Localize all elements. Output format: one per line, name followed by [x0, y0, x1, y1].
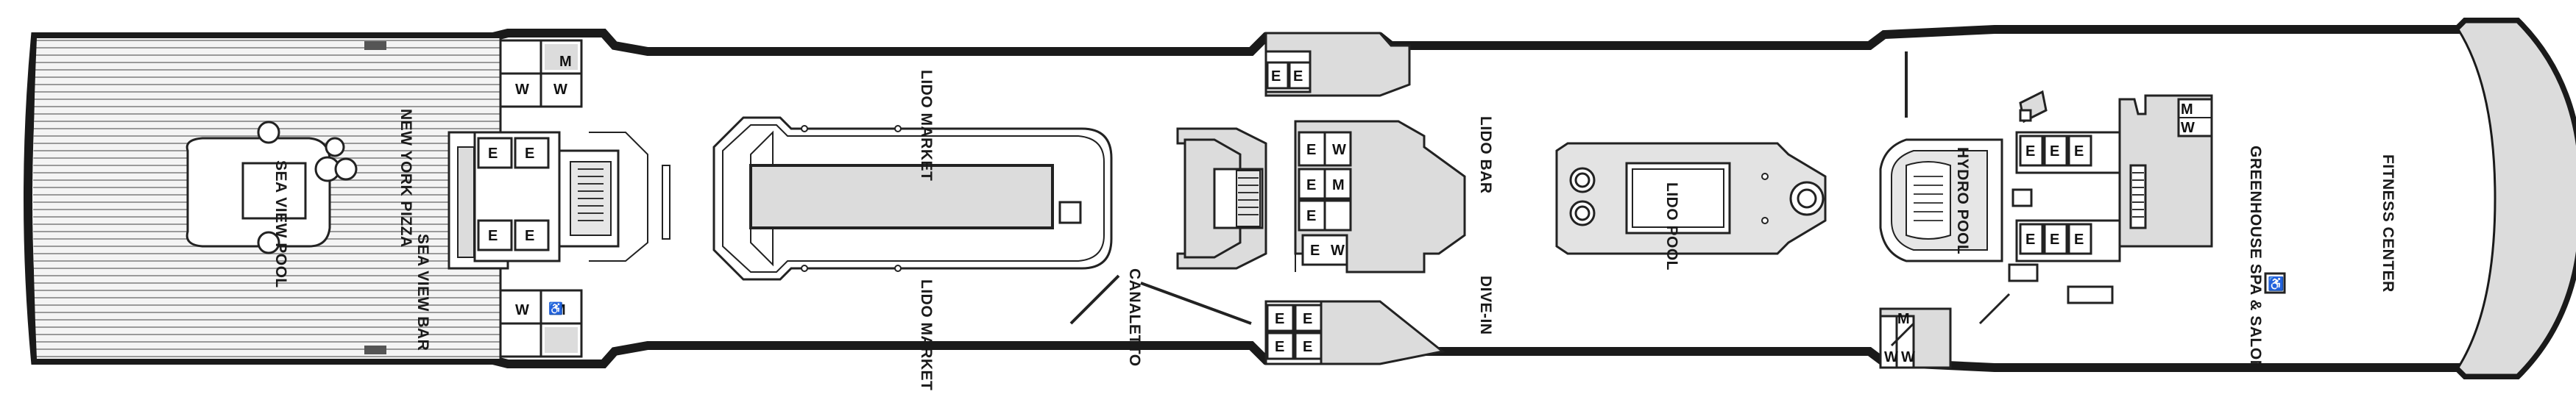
men-restroom-mark: M	[2181, 101, 2193, 118]
lido-market-bottom-label: LIDO MARKET	[918, 279, 935, 390]
lido-market-top-label: LIDO MARKET	[918, 70, 935, 181]
women-restroom-mark: W	[2181, 120, 2195, 136]
midship-core	[1176, 127, 1318, 272]
women-restroom-mark: W	[1332, 142, 1346, 158]
accessible-icon: ♿	[548, 301, 563, 315]
sea-view-pool-label: SEA VIEW POOL	[272, 160, 289, 288]
elevator-mark: E	[1306, 208, 1316, 224]
elevator-mark: E	[1306, 142, 1316, 158]
elevator-mark: E	[1271, 68, 1281, 85]
forward-elevators: E E E E E E	[2008, 90, 2121, 304]
lido-bar: E E E W M E W	[1294, 120, 1466, 273]
men-restroom-mark: M	[553, 302, 566, 318]
new-york-pizza-label: NEW YORK PIZZA	[397, 109, 414, 248]
women-restroom-mark: W	[553, 82, 567, 98]
women-restroom-mark: W	[1884, 349, 1898, 365]
elevator-mark: E	[488, 228, 498, 244]
elevator-mark: E	[488, 146, 498, 162]
men-restroom-mark: M	[1897, 311, 1910, 327]
dive-in-label: DIVE-IN	[1477, 276, 1494, 335]
men-restroom-mark: M	[1332, 177, 1345, 193]
canaletto-divider: CANALETTO	[1069, 268, 1252, 367]
elevator-mark: E	[2025, 232, 2035, 248]
elevator-mark: E	[1303, 339, 1312, 355]
lido-pool: LIDO POOL	[1555, 142, 1827, 271]
svg-text:SEA VIEW POOL: SEA VIEW POOL	[272, 160, 289, 288]
aft-restrooms-bottom: W M ♿	[499, 289, 583, 358]
elevator-mark: E	[525, 228, 534, 244]
greenhouse-spa: M W GREENHOUSE SPA & SALON ♿	[2118, 94, 2286, 371]
women-restroom-mark: W	[515, 82, 529, 98]
women-restroom-mark: W	[1331, 243, 1345, 259]
midship-top-elevators: E E	[1264, 32, 1411, 97]
elevator-mark: E	[525, 146, 534, 162]
women-restroom-mark: W	[515, 302, 529, 318]
men-restroom-mark: M	[559, 54, 572, 70]
elevator-mark: E	[1275, 311, 1284, 327]
canaletto-label: CANALETTO	[1126, 268, 1143, 367]
elevator-mark: E	[1293, 68, 1303, 85]
elevator-mark: E	[2074, 143, 2084, 160]
midship-bottom-elevators: E E E E	[1264, 300, 1446, 365]
hydro-pool-label: HYDRO POOL	[1954, 147, 1971, 254]
accessible-icon: ♿	[2268, 276, 2284, 291]
elevator-mark: E	[1275, 339, 1284, 355]
elevator-mark: E	[1303, 311, 1312, 327]
elevator-mark: E	[2025, 143, 2035, 160]
aft-restrooms-top: W W M	[499, 39, 583, 108]
sea-view-pool: SEA VIEW POOL	[185, 121, 358, 288]
hydro-pool: HYDRO POOL	[1879, 138, 2003, 262]
forward-restrooms-bottom: M W W	[1879, 293, 2011, 369]
fitness-center-label: FITNESS CENTER	[2379, 154, 2396, 293]
elevator-mark: E	[2050, 232, 2059, 248]
greenhouse-spa-label: GREENHOUSE SPA & SALON	[2247, 146, 2264, 371]
aft-elevator-lobby: E E E E	[473, 131, 670, 262]
lido-pool-label: LIDO POOL	[1663, 182, 1680, 271]
elevator-mark: E	[2050, 143, 2059, 160]
lido-market	[712, 116, 1113, 281]
lido-bar-label: LIDO BAR	[1477, 116, 1494, 194]
sea-view-bar-label: SEA VIEW BAR	[414, 234, 431, 351]
elevator-mark: E	[2074, 232, 2084, 248]
elevator-mark: E	[1306, 177, 1316, 193]
women-restroom-mark: W	[1901, 349, 1915, 365]
elevator-mark: E	[1310, 243, 1320, 259]
